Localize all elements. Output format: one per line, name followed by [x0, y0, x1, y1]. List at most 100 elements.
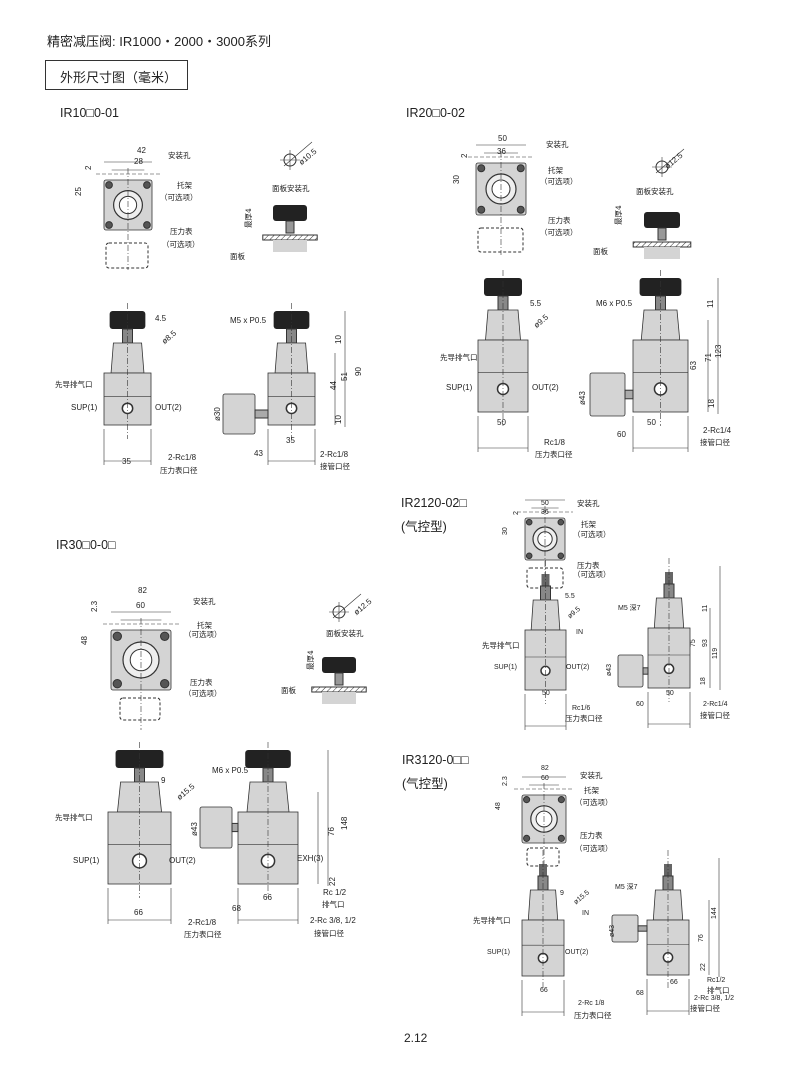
callout-label: 安装孔 [577, 499, 600, 508]
bolt-icon [523, 796, 531, 804]
dimension-label: 43 [254, 449, 263, 458]
callout-label: 压力表 [577, 561, 600, 570]
model-title-ir3120: IR3120-0□□ [402, 753, 469, 767]
callout-label: 压力表 [580, 831, 603, 840]
valve-stub [273, 240, 307, 252]
thread-label: M5 x P0.5 [230, 316, 267, 325]
callout-label: 压力表口径 [184, 930, 222, 939]
port-label: 2-Rc 1/8 [578, 1000, 605, 1007]
dimension-label: 30 [502, 527, 509, 535]
dimension-label: 2.3 [502, 776, 509, 786]
callout-label: （可选项） [160, 193, 198, 202]
port-label: SUP(1) [446, 383, 473, 392]
dimension-label: 30 [452, 175, 461, 184]
dimension-label: 50 [497, 418, 506, 427]
dimension-label: 35 [286, 436, 295, 445]
callout-label: 面板安装孔 [636, 187, 674, 196]
pressure-gauge-outline [526, 567, 564, 589]
gauge-connector [624, 389, 634, 400]
callout-label: 压力表口径 [535, 450, 573, 459]
port-label: OUT(2) [565, 949, 589, 956]
page-number: 2.12 [404, 1031, 428, 1045]
bolt-icon [516, 205, 525, 214]
callout-label: 接管口径 [700, 438, 730, 447]
dimension-label: 66 [670, 979, 678, 986]
port-label: 先导排气口 [440, 353, 478, 362]
dimension-label: 9 [161, 776, 166, 785]
callout-label: 面板 [230, 252, 245, 261]
section-title: 外形尺寸图（毫米） [60, 70, 178, 85]
dimension-label: 18 [707, 399, 716, 408]
dimension-label: ø43 [606, 663, 613, 676]
gauge-connector [642, 667, 649, 675]
port-label: EXH(3) [297, 854, 324, 863]
dimension-label: 2.3 [90, 600, 99, 612]
callout-label: 安装孔 [193, 597, 216, 606]
dimension-label: 22 [328, 877, 337, 886]
dimension-label: 68 [636, 990, 644, 997]
thread-label: M5 深7 [618, 605, 641, 612]
callout-label: 压力表 [190, 678, 213, 687]
bolt-icon [160, 679, 170, 689]
dimension-label: 5.5 [530, 299, 542, 308]
callout-label: 面板 [593, 247, 608, 256]
dimension-label: 66 [540, 987, 548, 994]
bolt-icon [143, 181, 151, 189]
dimension-label: 50 [498, 134, 507, 143]
dimension-label: 44 [329, 381, 338, 390]
bolt-icon [516, 164, 525, 173]
callout-label: 面板 [281, 686, 296, 695]
knob-icon [644, 212, 680, 228]
port-label: SUP(1) [71, 403, 98, 412]
callout-label: 安装孔 [546, 140, 569, 149]
dimension-label: 144 [711, 907, 718, 919]
model-title-ir10: IR10□0-01 [60, 106, 119, 120]
callout-label: 接管口径 [700, 711, 730, 720]
port-label: Rc 1/2 [323, 888, 347, 897]
port-label: IN [576, 629, 583, 636]
callout-label: 面板安装孔 [272, 184, 310, 193]
callout-label: 压力表 [170, 227, 193, 236]
model-title-ir20: IR20□0-02 [406, 106, 465, 120]
dimension-label: 48 [80, 636, 89, 645]
bolt-icon [557, 518, 565, 526]
pressure-gauge [199, 806, 233, 849]
pressure-gauge [222, 393, 256, 435]
dimension-label: 93 [702, 639, 709, 647]
dimension-label: 25 [74, 187, 83, 196]
port-label: SUP(1) [73, 856, 100, 865]
port-label: 2-Rc1/8 [168, 453, 197, 462]
bolt-icon [557, 834, 565, 842]
callout-label: 安装孔 [580, 771, 603, 780]
stem [334, 672, 344, 686]
dimension-label: 9 [560, 890, 564, 897]
port-label: SUP(1) [487, 949, 510, 956]
callout-label: 排气口 [707, 986, 730, 995]
port-label: SUP(1) [494, 664, 517, 671]
panel-plate [262, 234, 318, 241]
panel-plate [311, 686, 367, 693]
bolt-icon [112, 631, 123, 641]
callout-label: 托架 [584, 786, 599, 795]
dimension-label: ø43 [609, 924, 616, 937]
panel-plate [632, 241, 692, 248]
pressure-gauge-outline [105, 242, 149, 269]
port-label: OUT(2) [155, 403, 182, 412]
port-label: 2-Rc1/8 [320, 450, 349, 459]
port-label: 先导排气口 [482, 641, 520, 650]
callout-label: 接管口径 [690, 1004, 720, 1013]
dimension-label: 75 [690, 639, 697, 647]
port-label: IN [582, 910, 589, 917]
callout-label: （可选项） [575, 798, 613, 807]
port-label: 2-Rc1/8 [188, 918, 217, 927]
pressure-gauge-outline [119, 697, 161, 721]
bolt-icon [557, 796, 565, 804]
valve-stub [644, 247, 680, 259]
callout-label: （可选项） [184, 630, 222, 639]
dimension-label: 10 [334, 415, 343, 424]
gauge-connector [254, 409, 269, 419]
dimension-label: ø30 [213, 407, 222, 421]
callout-label: 最厚4 [614, 205, 623, 225]
callout-label: 托架 [197, 621, 212, 630]
